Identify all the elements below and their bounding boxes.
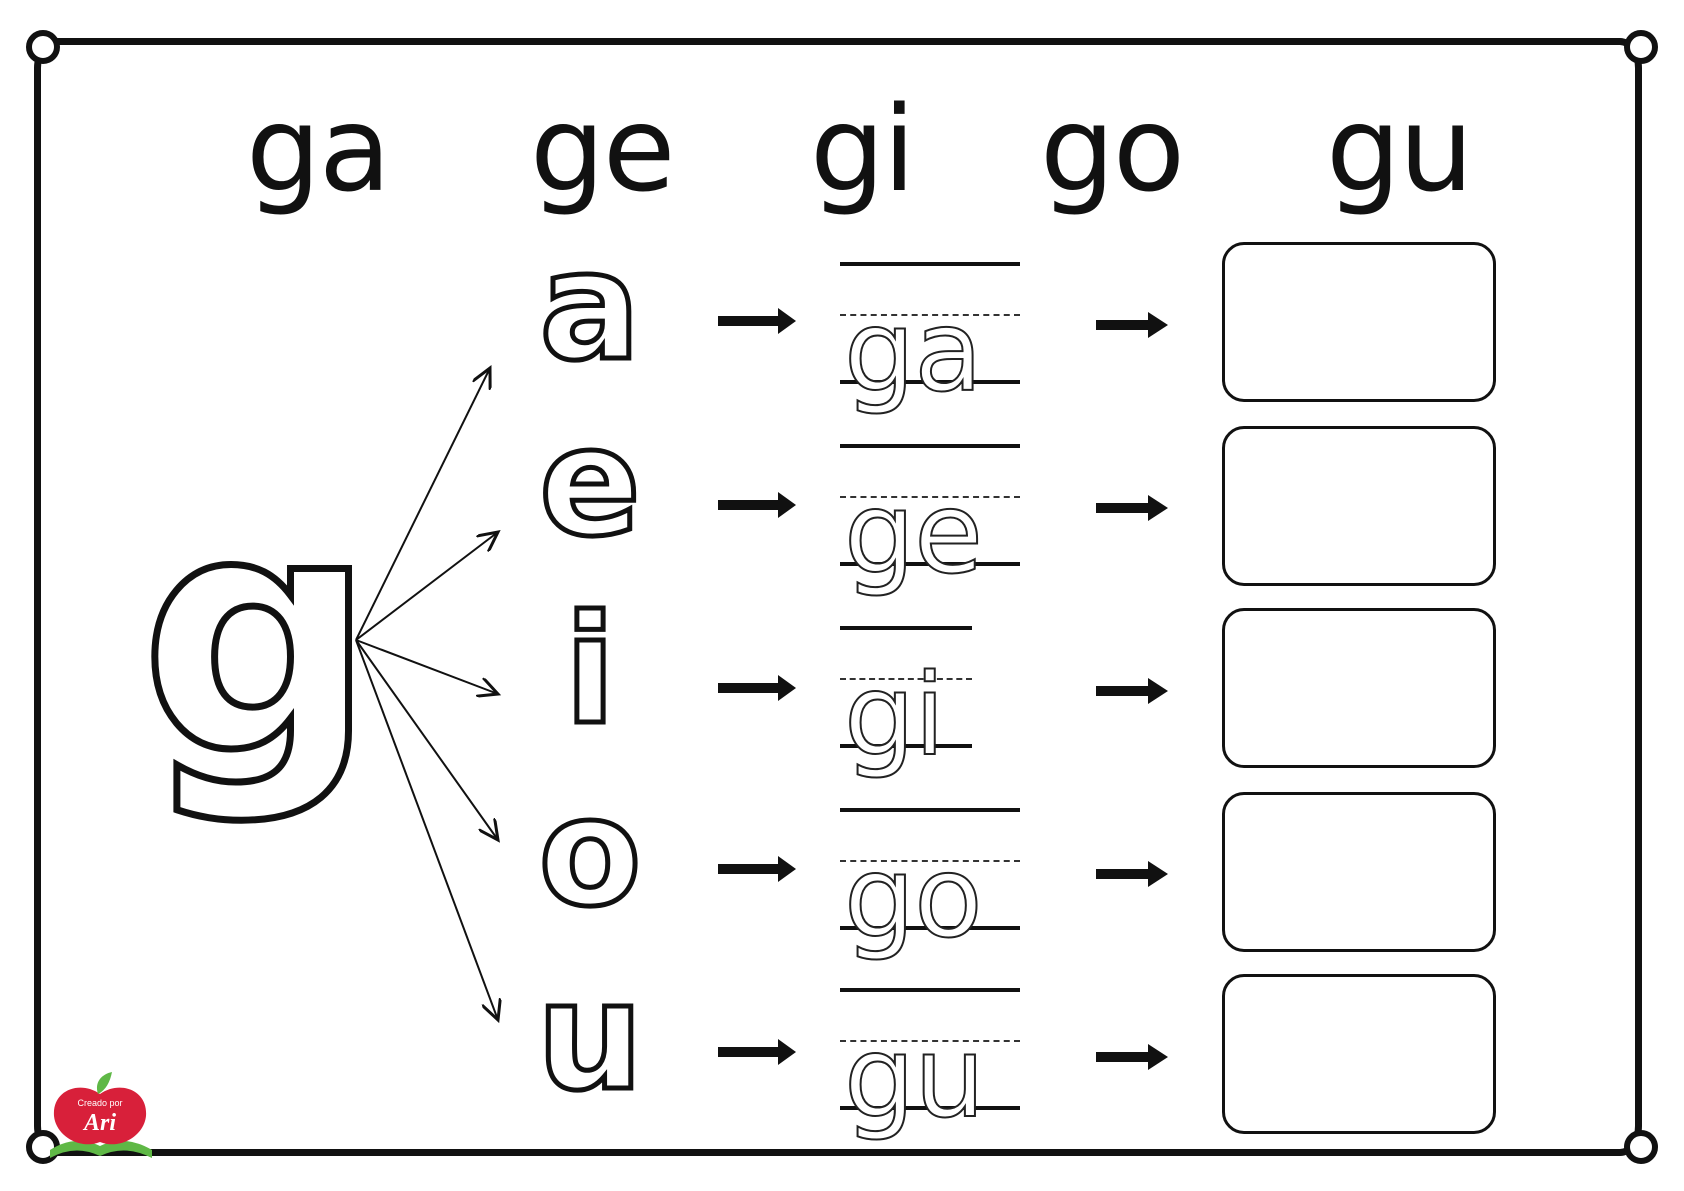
trace-row-3[interactable]: gi [840, 626, 972, 796]
svg-text:Ari: Ari [82, 1110, 116, 1136]
trace-word-ge: ge [843, 469, 984, 599]
answer-box-2[interactable] [1222, 426, 1496, 586]
frame-corner-curl [1624, 30, 1658, 64]
vowel-u: u [534, 950, 646, 1124]
answer-box-1[interactable] [1222, 242, 1496, 402]
row-arrow-4 [718, 856, 796, 882]
syllable-ga: ga [246, 80, 391, 218]
svg-text:Creado por: Creado por [77, 1098, 122, 1108]
fan-arrow-i [355, 639, 498, 694]
trace-word-gi: gi [843, 651, 946, 781]
trace-row-4[interactable]: go [840, 808, 1020, 978]
answer-box-5[interactable] [1222, 974, 1496, 1134]
vowel-a: a [537, 220, 643, 394]
fan-arrow-u [355, 639, 498, 1020]
row-arrow-1 [718, 308, 796, 334]
answer-box-4[interactable] [1222, 792, 1496, 952]
row-arrow-2 [718, 492, 796, 518]
vowel-o: o [536, 766, 644, 940]
trace-word-ga: ga [843, 287, 984, 417]
syllable-go: go [1040, 80, 1185, 218]
trace-row-2[interactable]: ge [840, 444, 1020, 614]
trace-word-go: go [843, 833, 984, 963]
apple-book-logo-icon: Creado por Ari [50, 1072, 152, 1158]
fan-arrow-a [355, 368, 490, 641]
row-arrow-box-4 [1096, 861, 1168, 887]
syllable-ge: ge [530, 80, 675, 218]
fan-arrow-o [355, 639, 498, 840]
answer-box-3[interactable] [1222, 608, 1496, 768]
vowel-e: e [537, 396, 644, 570]
row-arrow-box-1 [1096, 312, 1168, 338]
syllable-gi: gi [810, 80, 916, 218]
syllable-gu: gu [1326, 80, 1474, 218]
consonant-letter: g [136, 443, 379, 827]
frame-corner-curl [1624, 1130, 1658, 1164]
row-arrow-box-5 [1096, 1044, 1168, 1070]
row-arrow-box-3 [1096, 678, 1168, 704]
trace-word-gu: gu [843, 1013, 986, 1143]
fan-arrow-e [355, 532, 498, 641]
trace-row-1[interactable]: ga [840, 262, 1020, 432]
row-arrow-5 [718, 1039, 796, 1065]
vowel-i: i [562, 584, 618, 758]
row-arrow-box-2 [1096, 495, 1168, 521]
decorative-frame [34, 38, 1642, 1156]
trace-row-5[interactable]: gu [840, 988, 1020, 1158]
frame-corner-curl [26, 30, 60, 64]
row-arrow-3 [718, 675, 796, 701]
